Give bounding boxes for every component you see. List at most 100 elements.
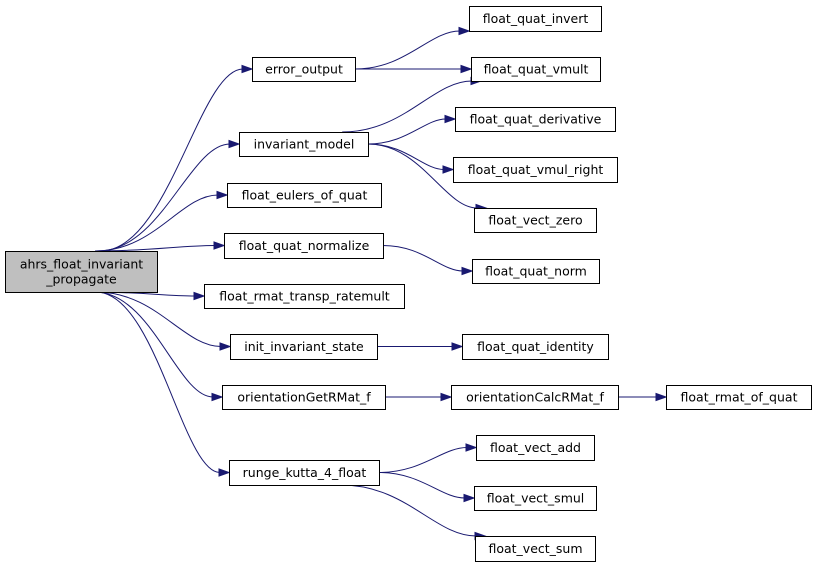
edge-invariant-model-to-float-quat-derivative [367, 114, 457, 145]
node-label: float_quat_identity [477, 339, 594, 354]
edge-line [354, 30, 461, 70]
edge-line [100, 68, 244, 252]
node-float-rmat-transp-ratemult[interactable]: float_rmat_transp_ratemult [204, 284, 405, 309]
node-box [224, 233, 384, 259]
node-error-output[interactable]: error_output [252, 57, 356, 82]
edge-line [96, 291, 222, 347]
edge-error-output-to-float-quat-invert [354, 26, 471, 70]
call-nodes: ahrs_float_invariant_propagate error_outp… [5, 6, 812, 562]
node-float-vect-add[interactable]: float_vect_add [476, 435, 595, 461]
node-box [475, 536, 596, 562]
node-box [239, 132, 369, 157]
edge-root-to-float-quat-normalize [94, 241, 226, 252]
node-label: _propagate [45, 272, 117, 287]
edge-root-to-float-eulers-of-quat [95, 190, 229, 252]
node-label: float_quat_vmult [484, 62, 589, 77]
edge-orientationGetRMat-f-to-orientationCalcRMat-f [385, 392, 453, 402]
edge-root-to-error-output [100, 64, 254, 252]
arrowhead [461, 266, 474, 276]
edge-line [97, 143, 231, 252]
node-label: float_quat_invert [483, 11, 589, 26]
node-box [453, 157, 618, 183]
node-label: orientationCalcRMat_f [466, 390, 604, 405]
edge-root-to-orientationGetRMat-f [94, 291, 224, 402]
node-float-quat-identity[interactable]: float_quat_identity [462, 334, 609, 360]
node-label: float_vect_smul [487, 491, 585, 506]
arrowhead [451, 342, 464, 351]
node-box [222, 385, 386, 410]
arrowhead [444, 114, 457, 124]
node-invariant-model[interactable]: invariant_model [239, 132, 369, 157]
arrowhead [463, 493, 476, 503]
node-label: float_quat_vmul_right [468, 162, 604, 177]
node-box [204, 284, 405, 309]
node-label: error_output [265, 62, 343, 77]
arrowhead [193, 291, 206, 301]
node-box [229, 460, 380, 486]
node-float-quat-vmul-right[interactable]: float_quat_vmul_right [453, 157, 618, 183]
edge-line [367, 143, 478, 209]
node-float-quat-derivative[interactable]: float_quat_derivative [455, 107, 616, 132]
edge-line [382, 245, 464, 272]
node-box [474, 486, 597, 511]
arrowhead [211, 392, 224, 402]
node-root[interactable]: ahrs_float_invariant_propagate [5, 251, 158, 293]
edge-line [94, 291, 214, 398]
node-runge-kutta-4-float[interactable]: runge_kutta_4_float [229, 460, 380, 486]
edge-line [378, 447, 468, 473]
node-box [462, 334, 609, 360]
arrowhead [440, 392, 453, 402]
node-label: invariant_model [254, 137, 355, 152]
node-label: float_vect_add [490, 440, 581, 455]
arrowhead [460, 64, 473, 74]
node-label: float_rmat_transp_ratemult [219, 289, 390, 304]
node-label: float_vect_zero [488, 213, 582, 228]
edge-runge-kutta-4-float-to-float-vect-sum [341, 484, 487, 541]
node-box [469, 6, 602, 32]
arrowhead [458, 26, 471, 36]
node-float-quat-vmult[interactable]: float_quat_vmult [471, 57, 601, 82]
node-label: ahrs_float_invariant [20, 257, 143, 272]
call-edges [90, 26, 668, 541]
edge-line [341, 484, 477, 537]
edge-line [342, 80, 473, 133]
node-float-quat-normalize[interactable]: float_quat_normalize [224, 233, 384, 259]
node-float-vect-zero[interactable]: float_vect_zero [474, 208, 597, 233]
edge-root-to-runge-kutta-4-float [95, 291, 231, 477]
arrowhead [465, 443, 478, 452]
edge-line [378, 472, 466, 499]
node-label: float_rmat_of_quat [681, 390, 798, 405]
arrowhead [218, 468, 231, 477]
node-box [476, 435, 595, 461]
edge-line [367, 143, 445, 170]
arrowhead [241, 64, 254, 74]
node-orientationCalcRMat-f[interactable]: orientationCalcRMat_f [451, 385, 619, 410]
edge-line [94, 245, 216, 252]
node-float-vect-smul[interactable]: float_vect_smul [474, 486, 597, 511]
node-box [471, 57, 601, 82]
edge-orientationCalcRMat-f-to-float-rmat-of-quat [618, 392, 668, 402]
edge-line [367, 118, 447, 145]
node-float-quat-norm[interactable]: float_quat_norm [472, 259, 600, 284]
node-box [455, 107, 616, 132]
edge-runge-kutta-4-float-to-float-vect-smul [378, 472, 476, 503]
node-label: float_quat_derivative [470, 112, 602, 127]
arrowhead [216, 190, 229, 200]
edge-float-quat-normalize-to-float-quat-norm [382, 245, 474, 276]
node-float-rmat-of-quat[interactable]: float_rmat_of_quat [666, 385, 812, 410]
node-init-invariant-state[interactable]: init_invariant_state [230, 334, 378, 360]
edge-error-output-to-float-quat-vmult [355, 64, 473, 74]
node-box [252, 57, 356, 82]
edge-init-invariant-state-to-float-quat-identity [376, 342, 464, 351]
node-float-quat-invert[interactable]: float_quat_invert [469, 6, 602, 32]
arrowhead [655, 392, 668, 402]
node-float-vect-sum[interactable]: float_vect_sum [475, 536, 596, 562]
arrowhead [219, 342, 232, 351]
node-orientationGetRMat-f[interactable]: orientationGetRMat_f [222, 385, 386, 410]
node-float-eulers-of-quat[interactable]: float_eulers_of_quat [227, 183, 382, 208]
node-box [474, 208, 597, 233]
node-box [472, 259, 600, 284]
node-box [666, 385, 812, 410]
node-box [227, 183, 382, 208]
